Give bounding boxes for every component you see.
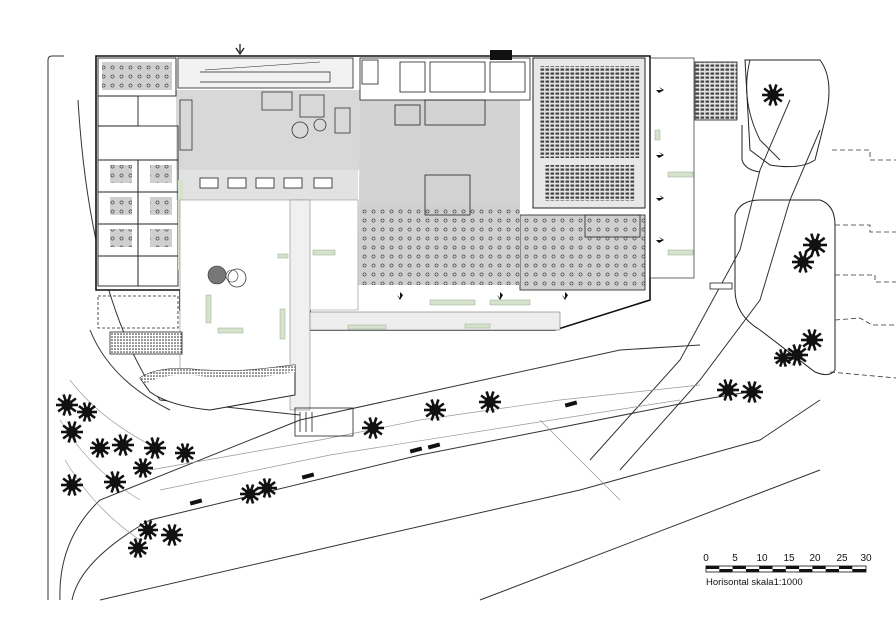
tree-icon: [77, 402, 97, 422]
tree-icon: [138, 520, 158, 540]
gravel-edge: [140, 365, 295, 384]
tree-icon: [90, 438, 110, 458]
tree-icon: [362, 417, 384, 439]
entrance-canopy: [177, 57, 354, 89]
lobby-floor: [176, 90, 360, 170]
entrance-arrows: [235, 44, 664, 300]
tree-icon: [104, 471, 126, 493]
scale-caption: Horisontal skala1:1000: [706, 577, 803, 588]
east-stair: [694, 61, 738, 121]
scale-tick-label: 30: [860, 553, 872, 564]
tree-icon: [133, 458, 153, 478]
auditorium-seating-1: [540, 66, 640, 158]
tree-icon: [128, 538, 148, 558]
tree-icon: [161, 524, 183, 546]
walkway: [289, 199, 311, 411]
tree-icon: [801, 329, 823, 351]
scale-tick-label: 25: [836, 553, 848, 564]
tree-icon: [786, 344, 808, 366]
tree-icon: [762, 84, 784, 106]
terrace: [309, 311, 561, 331]
scale-tick-label: 5: [732, 553, 738, 564]
tree-icon: [175, 443, 195, 463]
scale-tick-label: 15: [783, 553, 795, 564]
parked-cars: [189, 400, 578, 506]
property-boundaries: [829, 149, 896, 379]
trees: [56, 84, 827, 558]
tree-icon: [61, 421, 83, 443]
tree-icon: [717, 379, 739, 401]
tree-icon: [257, 478, 277, 498]
auditorium-seating-2: [545, 165, 635, 201]
parcel-outlines: [734, 59, 836, 376]
parking-bay: [97, 295, 179, 329]
tree-icon: [112, 434, 134, 456]
courtyard-circle-light: [227, 268, 247, 288]
contour-lines: [59, 379, 701, 541]
scale-tick-label: 10: [756, 553, 768, 564]
tree-icon: [479, 391, 501, 413]
courtyard-circle-dark: [207, 265, 227, 285]
tree-icon: [741, 381, 763, 403]
scale-bar: 0 5 10 15 20 25 30 Horisontal skala1:100…: [703, 553, 872, 588]
core-block: [490, 50, 512, 60]
east-service-strip: [649, 57, 695, 279]
tree-icon: [240, 484, 260, 504]
tree-icon: [792, 251, 814, 273]
cafe-seating: [519, 214, 646, 291]
stair-landing: [294, 407, 354, 437]
tree-icon: [424, 399, 446, 421]
scale-tick-label: 0: [703, 553, 709, 564]
tree-icon: [56, 394, 78, 416]
gravel-bed: [109, 331, 183, 355]
building: [95, 50, 651, 331]
tree-icon: [803, 233, 827, 257]
restaurant-seating: [360, 205, 520, 285]
tree-icon: [774, 348, 792, 368]
tree-icon: [144, 437, 166, 459]
tree-icon: [61, 474, 83, 496]
scale-tick-label: 20: [809, 553, 821, 564]
